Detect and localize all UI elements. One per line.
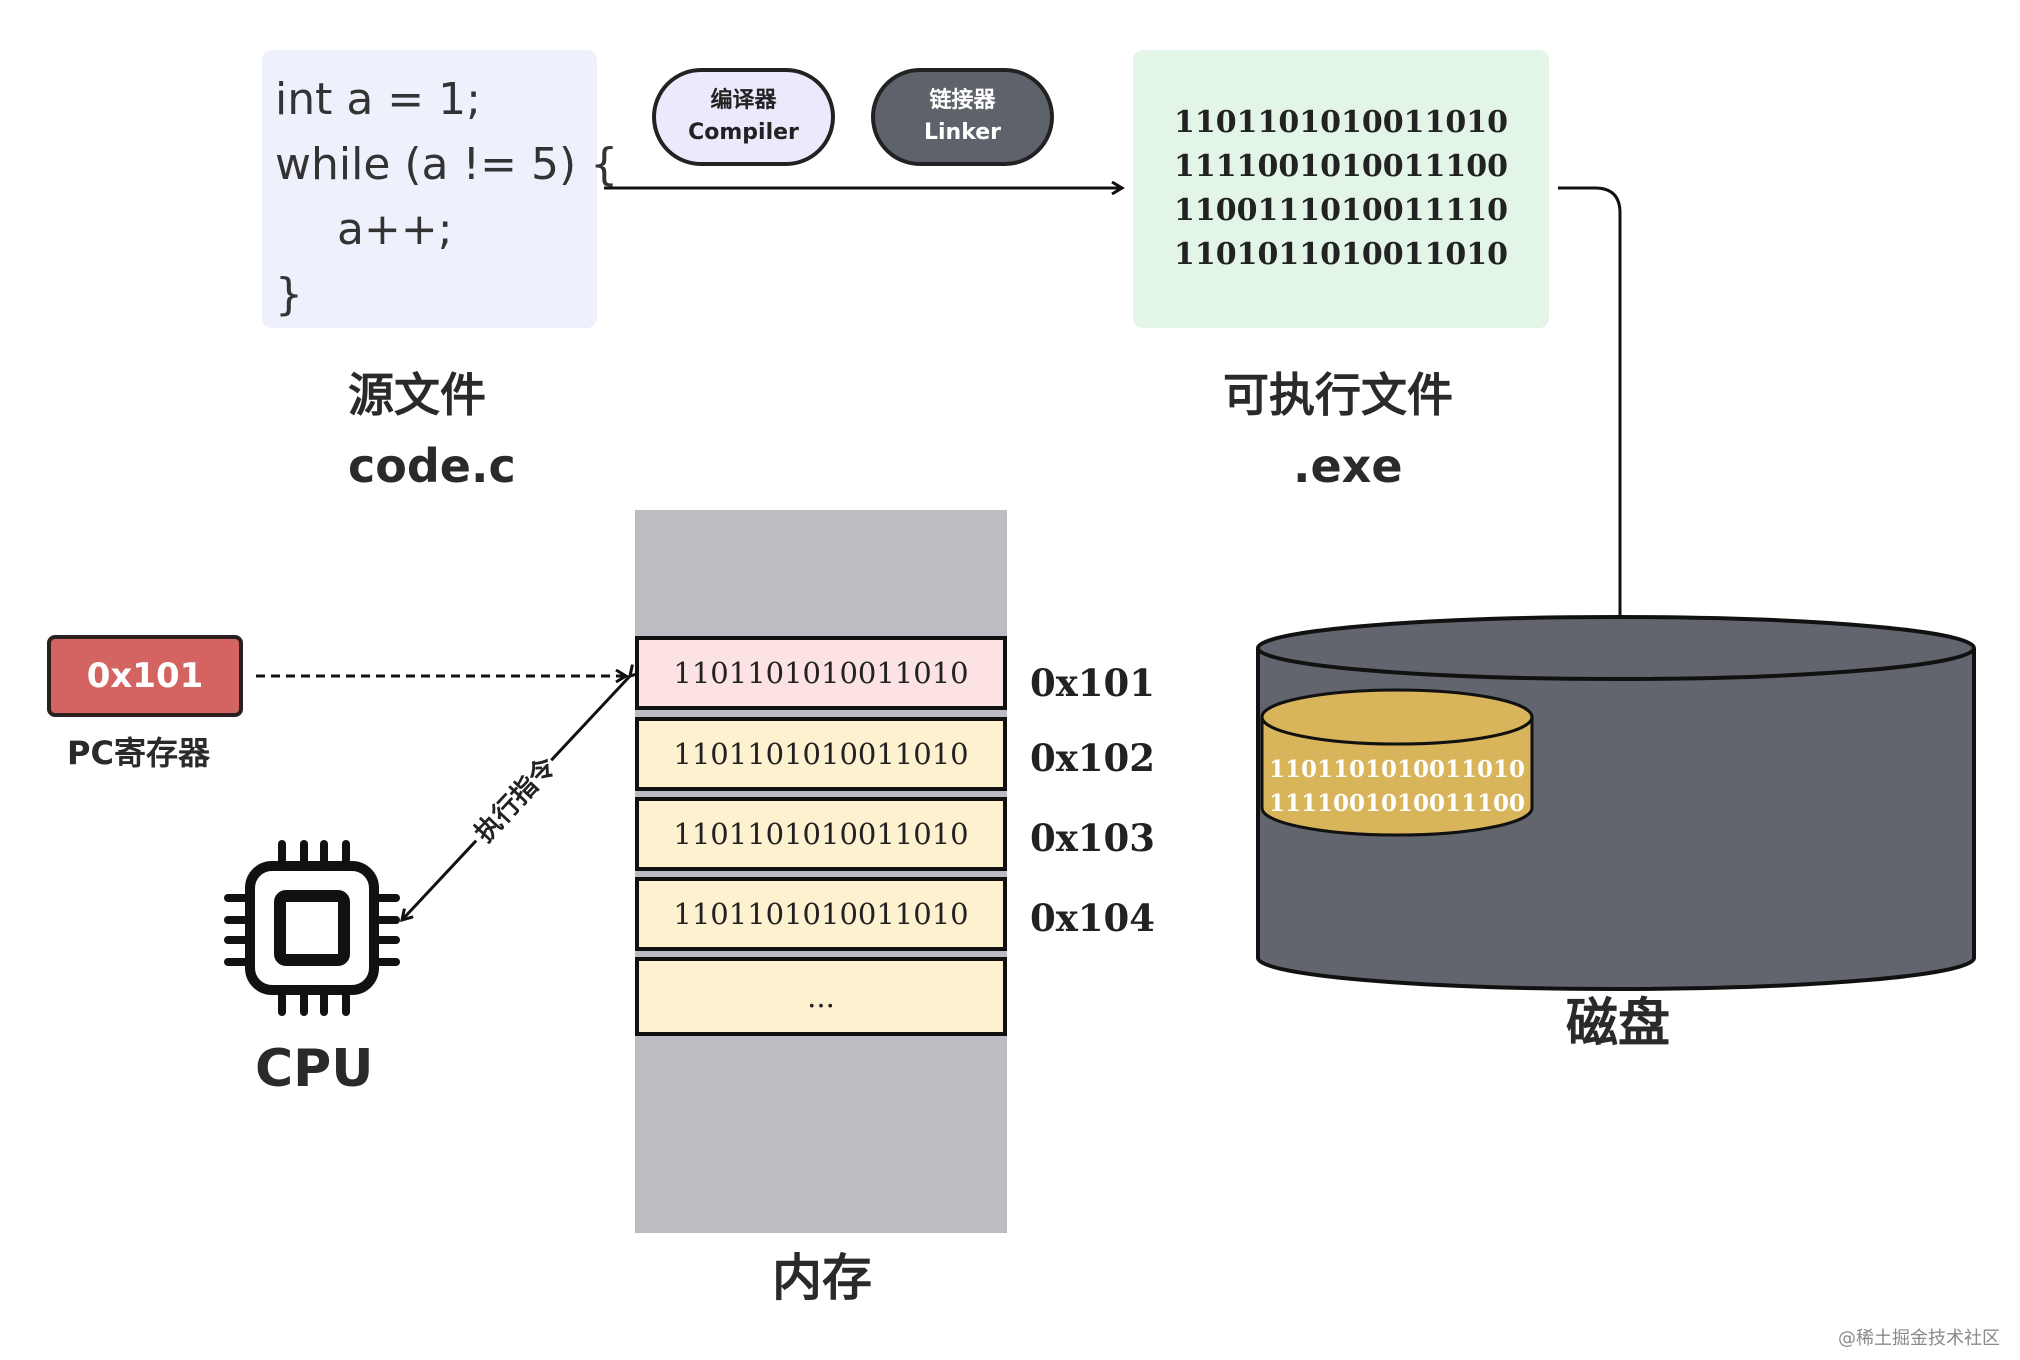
memory-column xyxy=(635,510,1007,1233)
executable-box: 1101101010011010 1111001010011100 110011… xyxy=(1133,50,1549,328)
executable-extension: .exe xyxy=(1293,439,1403,493)
binary-line: 1101101010011010 xyxy=(1174,105,1508,140)
memory-address: 0x102 xyxy=(1030,736,1156,780)
code-line: a++; xyxy=(337,204,453,255)
disk-data-line: 1111001010011100 xyxy=(1268,790,1526,817)
memory-cell-value: 1101101010011010 xyxy=(673,656,969,690)
memory-address: 0x104 xyxy=(1030,896,1156,940)
compiler-label-en: Compiler xyxy=(688,120,799,145)
binary-line: 1111001010011100 xyxy=(1174,149,1508,184)
binary-line: 1101011010011010 xyxy=(1174,237,1508,272)
memory-cell-value: 1101101010011010 xyxy=(673,737,969,771)
chip-icon xyxy=(224,840,400,1016)
memory-address: 0x101 xyxy=(1030,661,1156,705)
memory-label: 内存 xyxy=(772,1249,872,1307)
source-filename: code.c xyxy=(348,439,516,493)
memory-cell-value: 1101101010011010 xyxy=(673,897,969,931)
pc-register-label: PC寄存器 xyxy=(67,734,210,772)
watermark: @稀土掘金技术社区 xyxy=(1838,1328,2000,1349)
pc-register-box: 0x101 xyxy=(47,635,243,717)
memory-cell: ... xyxy=(635,957,1007,1036)
memory-cell: 1101101010011010 xyxy=(635,636,1007,710)
linker-badge: 链接器 Linker xyxy=(871,68,1054,166)
executable-title: 可执行文件 xyxy=(1223,368,1453,422)
source-title: 源文件 xyxy=(348,368,486,422)
memory-cell: 1101101010011010 xyxy=(635,877,1007,951)
linker-label-en: Linker xyxy=(923,120,1002,145)
cpu-label: CPU xyxy=(255,1039,374,1099)
compiler-badge: 编译器 Compiler xyxy=(652,68,835,166)
memory-cell-value: ... xyxy=(807,979,835,1014)
memory-address: 0x103 xyxy=(1030,816,1156,860)
code-line: int a = 1; xyxy=(275,74,481,125)
disk-label: 磁盘 xyxy=(1566,994,1671,1054)
source-code-box xyxy=(262,50,597,328)
pc-register-value: 0x101 xyxy=(86,656,204,696)
disk-file-cylinder xyxy=(1260,688,1534,837)
code-line: } xyxy=(275,269,303,320)
linker-label-zh: 链接器 xyxy=(929,88,996,114)
disk-data-line: 1101101010011010 xyxy=(1268,756,1526,783)
memory-cell: 1101101010011010 xyxy=(635,717,1007,791)
memory-cell-value: 1101101010011010 xyxy=(673,817,969,851)
binary-line: 1100111010011110 xyxy=(1174,193,1508,228)
compiler-label-zh: 编译器 xyxy=(710,88,777,114)
code-line: while (a != 5) { xyxy=(275,139,619,190)
memory-cell: 1101101010011010 xyxy=(635,797,1007,871)
